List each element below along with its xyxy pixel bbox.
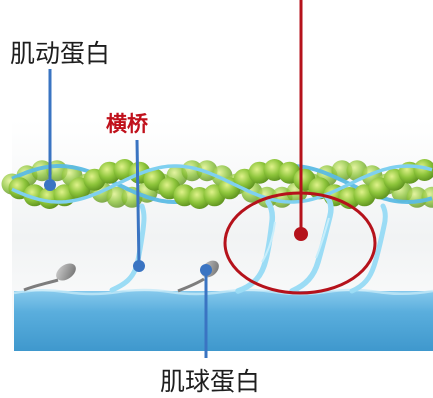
myosin-filament [14,290,433,351]
myosin-label: 肌球蛋白 [160,362,260,398]
actin-pointer-dot [44,179,56,191]
crossbridge-pointer-line [137,140,139,266]
actin-label: 肌动蛋白 [10,34,110,70]
actin-filament [2,159,433,209]
highlight-pointer-dot [294,227,308,241]
crossbridge-pointer-dot [133,260,145,272]
myosin-pointer-dot [200,264,212,276]
crossbridge-label: 横桥 [106,108,148,138]
